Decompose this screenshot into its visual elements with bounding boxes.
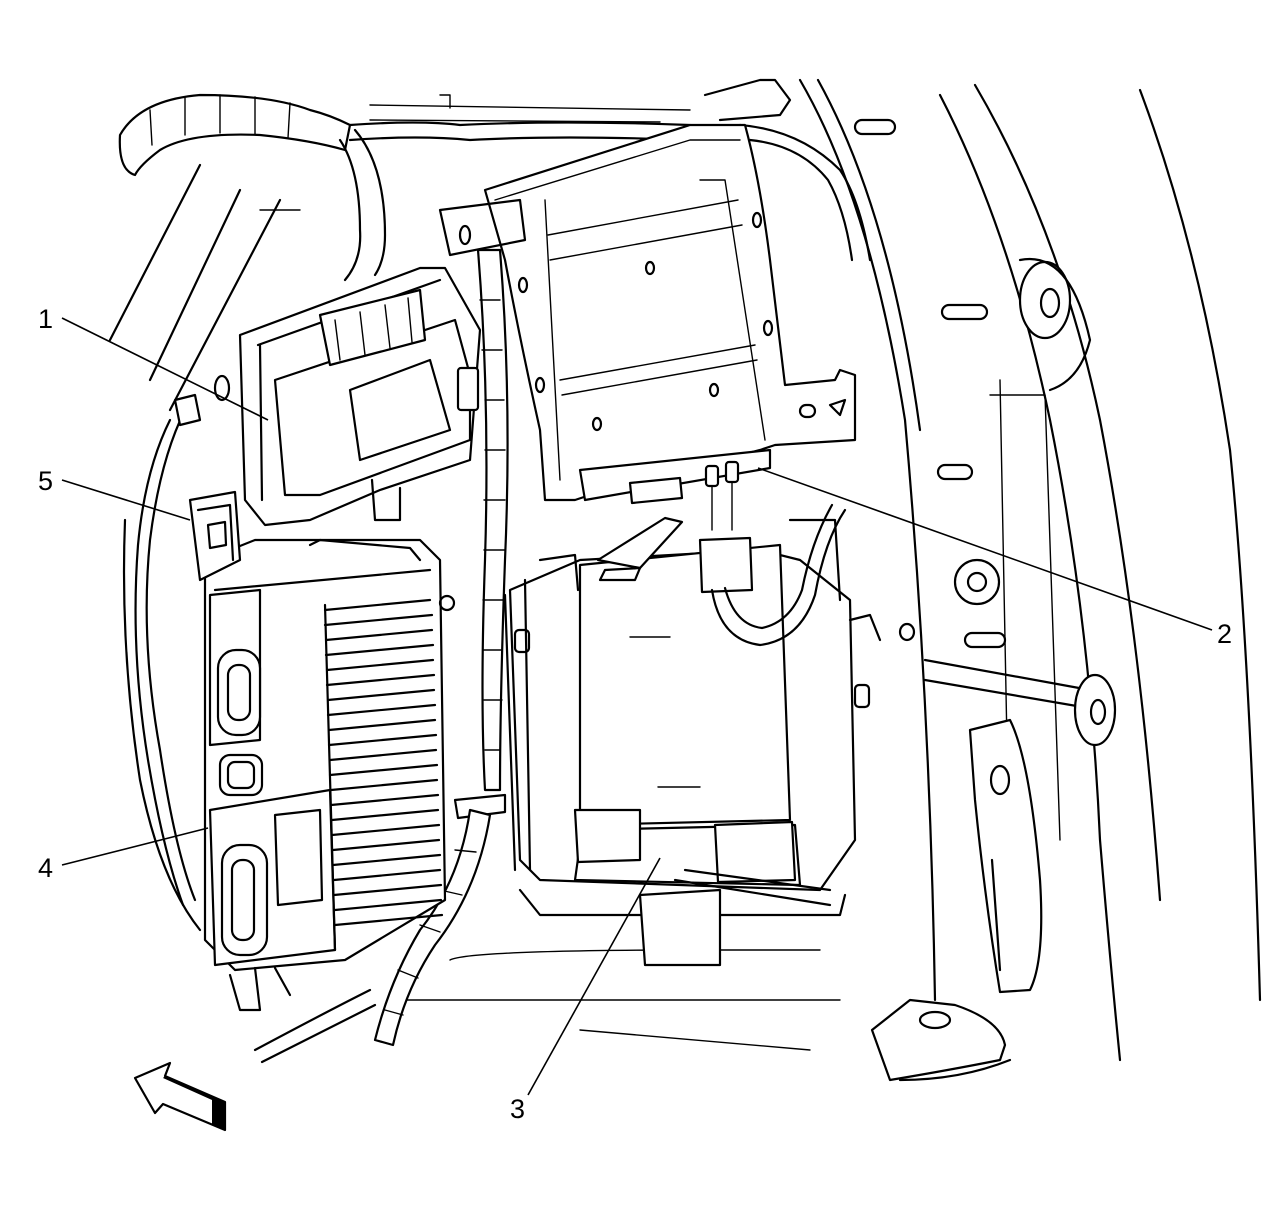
forward-direction-arrow-icon: [133, 1061, 227, 1132]
wiring-harness: [118, 78, 872, 1064]
bracket-5: [188, 490, 242, 582]
leader-1: [61, 317, 269, 421]
heat-sink-fins: [323, 598, 444, 952]
callout-leaders: [61, 317, 1213, 1096]
mounting-bracket: [438, 123, 857, 531]
module-4: [188, 490, 456, 1012]
leader-3: [527, 857, 661, 1096]
body-structure: [108, 78, 1262, 1082]
leader-4: [61, 827, 209, 866]
module-3: [503, 503, 916, 967]
callout-2: 2: [1217, 619, 1232, 649]
module-1: [213, 266, 482, 527]
leader-5: [61, 479, 191, 521]
callout-1: 1: [38, 304, 53, 334]
callout-labels: 1 2 3 4 5: [38, 304, 1232, 1124]
callout-3: 3: [510, 1094, 525, 1124]
callout-5: 5: [38, 466, 53, 496]
callout-4: 4: [38, 853, 53, 883]
leader-2: [757, 467, 1213, 631]
